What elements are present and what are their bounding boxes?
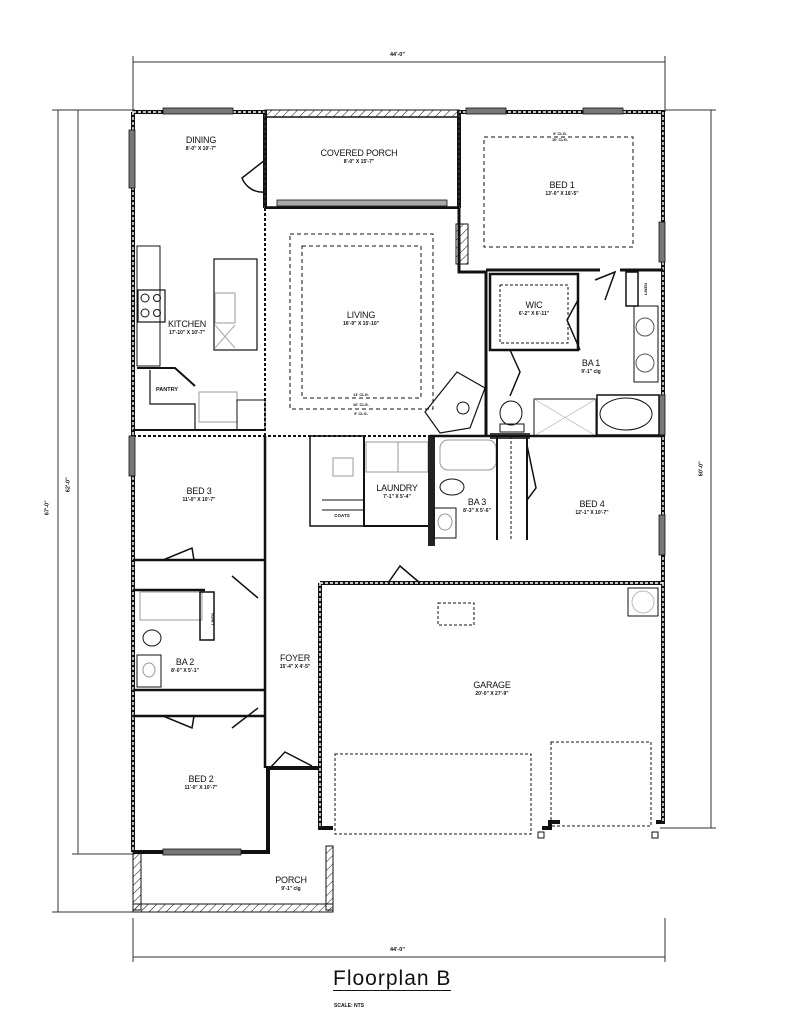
room-size: 6'-2" X 6'-11" (518, 311, 550, 317)
covered-porch-hatch (264, 109, 460, 118)
room-ba2: BA 2 8'-0" X 5'-1" (171, 658, 199, 674)
dim-bottom-width: 44'-0" (390, 947, 405, 953)
room-ba3: BA 3 8'-3" X 5'-6" (463, 498, 491, 514)
room-size: 8'-3" X 5'-6" (463, 508, 491, 514)
room-ba1: BA 1 9'-1" clg (581, 359, 600, 375)
room-size: 13'-0" X 16'-5" (545, 191, 579, 197)
room-size: 16'-9" X 15'-10" (342, 321, 380, 327)
room-dining: DINING 8'-0" X 10'-7" (185, 135, 217, 152)
room-bed3: BED 3 11'-0" X 10'-7" (183, 487, 216, 503)
room-size: 11'-0" X 10'-7" (184, 785, 218, 791)
room-laundry: LAUNDRY 7'-1" X 5'-4" (376, 483, 418, 500)
room-size: 8'-0" X 10'-7" (185, 146, 217, 152)
room-size: 8'-0" X 5'-1" (171, 668, 199, 674)
bed1-ceiling-lower: 10' CLG. (551, 137, 569, 142)
living-ceiling-2: 10' CLG. (352, 402, 370, 407)
room-porch: PORCH 9'-1" clg (275, 876, 307, 892)
room-bed4: BED 4 12'-1" X 10'-7" (575, 500, 608, 516)
room-name: GARAGE (473, 680, 511, 690)
dim-top-width: 44'-0" (390, 52, 405, 58)
exterior-walls-inner (132, 111, 664, 852)
room-pantry: PANTRY (156, 387, 178, 393)
room-name: BED 1 (549, 180, 575, 190)
plan-scale: SCALE: NTS (334, 1003, 364, 1009)
room-size: 20'-0" X 27'-9" (475, 691, 509, 697)
living-ceiling-1: 11' CLG. (353, 392, 369, 397)
room-linen-1: LINEN (643, 283, 648, 295)
room-size: 8'-0" X 15'-7" (343, 159, 375, 165)
room-bed2: BED 2 11'-0" X 10'-7" (185, 775, 218, 791)
room-linen-2: LINEN (210, 613, 215, 625)
room-size: 12'-1" X 10'-7" (575, 510, 609, 516)
windows (128, 107, 666, 856)
room-name: BED 2 (188, 774, 214, 784)
dimension-lines (52, 56, 716, 962)
room-name: DINING (185, 135, 217, 145)
dim-left-outer: 67'-0" (44, 500, 51, 516)
room-name: BA 3 (467, 497, 487, 507)
room-name: KITCHEN (167, 319, 207, 329)
room-name: PORCH (275, 875, 307, 885)
room-size: 15'-4" X 4'-5" (279, 664, 311, 670)
room-name: COVERED PORCH (320, 148, 398, 158)
room-name: WIC (525, 300, 543, 310)
room-foyer: FOYER 15'-4" X 4'-5" (280, 654, 310, 670)
room-name: BA 2 (175, 657, 195, 667)
dim-left-inner: 62'-0" (65, 477, 72, 493)
room-name: BED 3 (186, 486, 212, 496)
plan-title: Floorplan B (333, 967, 452, 991)
room-garage: GARAGE 20'-0" X 27'-9" (473, 680, 511, 697)
exterior-walls (131, 110, 665, 854)
room-size: 9'-1" clg (581, 369, 601, 375)
room-name: LAUNDRY (376, 483, 418, 493)
living-ceiling-3: 9' CLG. (354, 411, 368, 416)
room-covered-porch: COVERED PORCH 8'-0" X 15'-7" (321, 149, 398, 165)
room-kitchen: KITCHEN 17'-10" X 10'-7" (168, 320, 206, 336)
room-name: BA 1 (581, 358, 601, 368)
bed1-ceiling-upper: 9' CLG. (553, 131, 567, 136)
room-size: 9'-1" clg (281, 886, 301, 892)
room-wic: WIC 6'-2" X 6'-11" (519, 301, 549, 317)
room-size: 11'-0" X 10'-7" (182, 497, 216, 503)
room-size: 7'-1" X 5'-4" (383, 494, 411, 500)
room-size: 17'-10" X 10'-7" (168, 330, 206, 336)
dim-right: 60'-0" (698, 461, 705, 477)
room-name: LIVING (346, 310, 376, 320)
room-bed1: BED 1 13'-0" X 16'-5" (545, 181, 578, 197)
room-coats: COATS (334, 513, 350, 518)
room-name: FOYER (279, 653, 310, 663)
room-living: LIVING 16'-9" X 15'-10" (343, 311, 379, 327)
room-name: BED 4 (579, 499, 605, 509)
